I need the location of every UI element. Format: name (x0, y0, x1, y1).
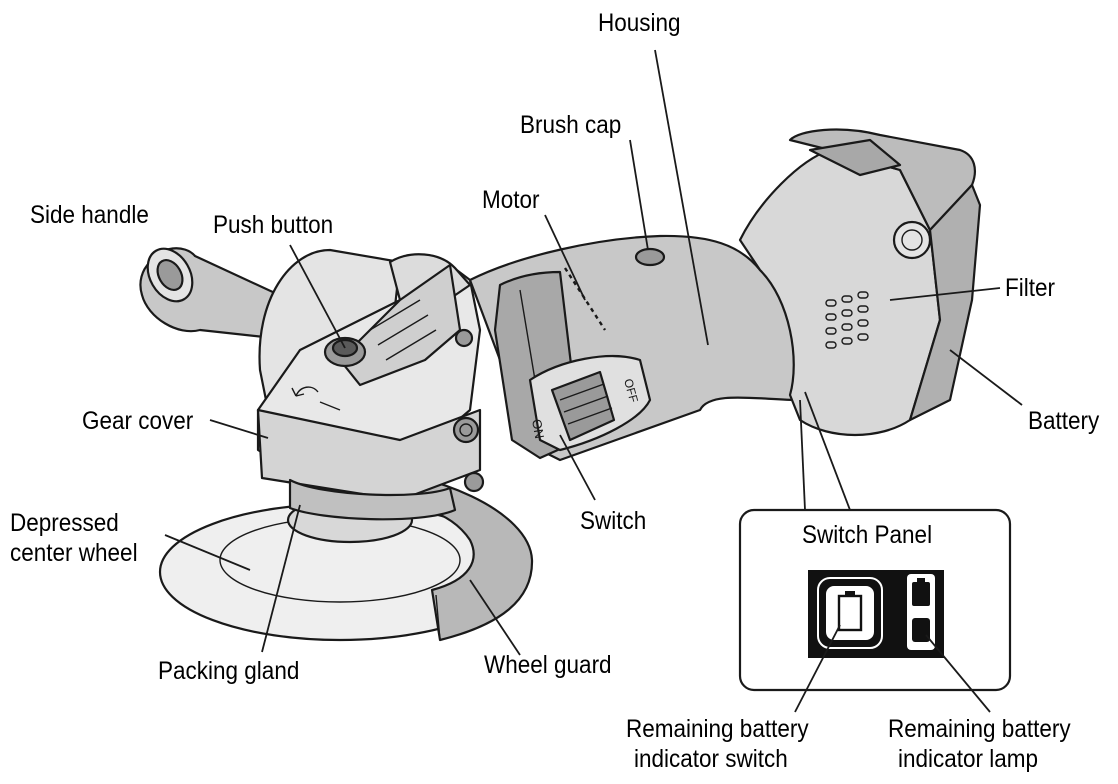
filter-vents (825, 291, 869, 349)
label-wheel-guard: Wheel guard (484, 651, 612, 679)
label-housing: Housing (598, 9, 681, 37)
switch-on-mark: ON (529, 418, 547, 440)
label-indicator-switch-2: indicator switch (634, 745, 788, 773)
rear-grip-part (738, 128, 976, 437)
label-switch: Switch (580, 507, 647, 535)
housing-part (468, 234, 810, 462)
gear-cover-part (256, 253, 485, 521)
switch-part: ON OFF (528, 354, 652, 452)
push-button-part (323, 336, 367, 368)
label-motor: Motor (482, 186, 540, 214)
label-battery: Battery (1028, 407, 1100, 435)
label-indicator-lamp-1: Remaining battery (888, 715, 1071, 743)
label-depressed-center-wheel-1: Depressed (10, 509, 119, 537)
battery-icon (837, 591, 863, 632)
label-depressed-center-wheel-2: center wheel (10, 539, 138, 567)
label-push-button: Push button (213, 211, 334, 239)
wheel-guard-part (358, 468, 534, 642)
label-indicator-lamp-2: indicator lamp (898, 745, 1039, 773)
switch-off-mark: OFF (621, 377, 641, 404)
label-packing-gland: Packing gland (158, 657, 300, 685)
battery-lamp-icon (907, 574, 935, 650)
label-switch-panel: Switch Panel (802, 521, 933, 549)
label-indicator-switch-1: Remaining battery (626, 715, 809, 743)
label-brush-cap: Brush cap (520, 111, 622, 139)
label-gear-cover: Gear cover (82, 407, 194, 435)
label-side-handle: Side handle (30, 201, 149, 229)
switch-panel-inset (738, 508, 1012, 713)
side-handle-part (139, 247, 294, 342)
battery-part (908, 183, 982, 422)
label-filter: Filter (1005, 274, 1056, 302)
leader-lines (164, 49, 1023, 656)
